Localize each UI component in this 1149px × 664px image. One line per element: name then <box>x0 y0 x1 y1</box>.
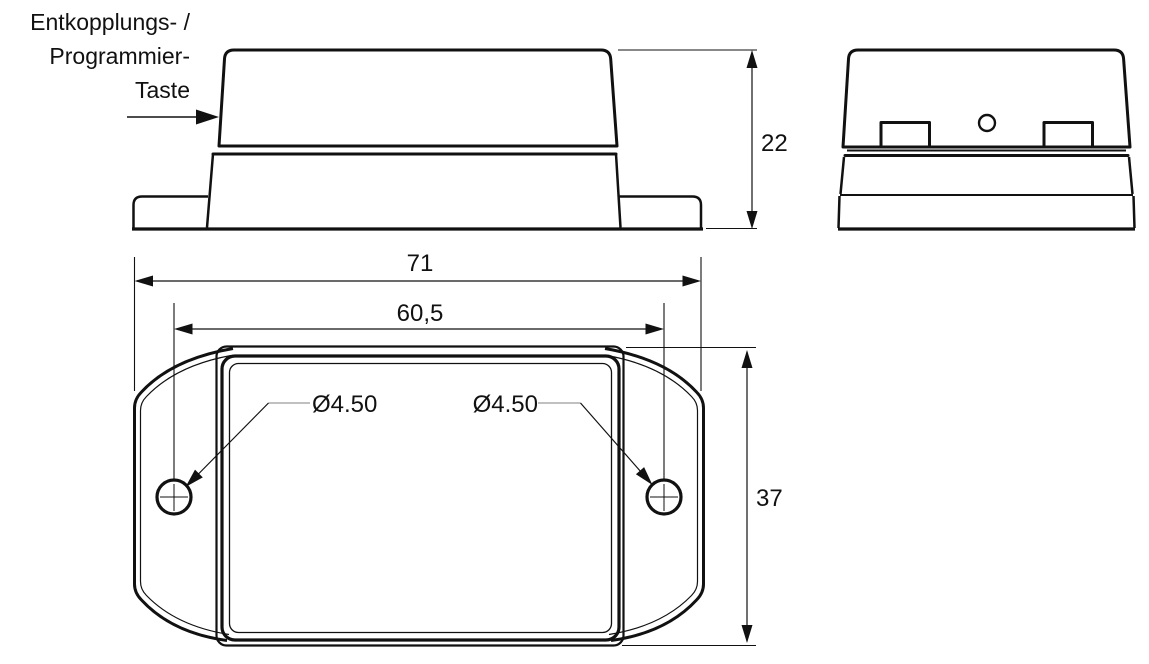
top-right-hole-crosshair-icon <box>650 484 678 511</box>
dim-22-arrow-down-icon <box>746 211 758 229</box>
top-base-outline <box>215 345 625 647</box>
dim-width-71: 71 <box>133 250 702 391</box>
side-left-tab <box>879 121 931 147</box>
side-base-sides <box>839 156 1134 195</box>
side-flange-sides <box>837 195 1136 229</box>
dim-height-22: 22 <box>618 49 788 230</box>
dim-depth-37: 37 <box>622 346 783 647</box>
hole-diameter-left-value: Ø4.50 <box>312 391 377 418</box>
top-right-wing-inner <box>606 354 699 636</box>
dim-22-arrow-up-icon <box>746 50 758 68</box>
front-base-sides <box>205 153 622 228</box>
dim-37-value: 37 <box>756 485 783 512</box>
top-right-wing-outer <box>604 347 705 642</box>
dim-605-arrow-right-icon <box>645 323 664 335</box>
annotation-arrow-icon <box>196 109 219 125</box>
side-view <box>837 48 1136 231</box>
side-right-tab <box>1042 121 1094 147</box>
hole-leader-right: Ø4.50 <box>473 391 653 485</box>
side-lid-outline <box>841 48 1132 149</box>
front-right-flange <box>618 195 703 228</box>
top-left-wing-outer <box>133 347 234 642</box>
top-lid-inner-line <box>228 362 613 634</box>
hole-leader-left: Ø4.50 <box>185 391 377 487</box>
dim-605-arrow-left-icon <box>174 323 193 335</box>
leader-left-diagonal <box>192 402 269 480</box>
front-lid-outline <box>217 48 619 148</box>
annotation-line-3: Taste <box>135 77 190 103</box>
button-annotation: Entkopplungs- / Programmier- Taste <box>30 9 219 125</box>
dim-605-value: 60,5 <box>397 300 444 327</box>
side-hole-icon <box>977 113 997 133</box>
dim-71-arrow-left-icon <box>134 275 153 287</box>
top-left-hole <box>155 478 193 516</box>
top-view <box>133 345 705 647</box>
leader-right-arrow-icon <box>635 467 653 485</box>
leader-left-arrow-icon <box>185 469 203 487</box>
top-left-wing-inner <box>139 354 232 636</box>
dim-71-arrow-right-icon <box>682 275 701 287</box>
top-left-hole-crosshair-icon <box>160 484 188 511</box>
dim-37-arrow-up-icon <box>741 350 753 368</box>
leader-right-diagonal <box>580 402 646 477</box>
annotation-line-1: Entkopplungs- / <box>30 9 190 35</box>
dim-22-value: 22 <box>761 130 788 157</box>
hole-diameter-right-value: Ø4.50 <box>473 391 538 418</box>
dim-hole-spacing-60-5: 60,5 <box>173 300 665 479</box>
top-lid-outline <box>220 354 621 642</box>
top-right-hole <box>645 478 683 516</box>
dim-37-arrow-down-icon <box>741 625 753 643</box>
front-view <box>132 48 703 231</box>
dim-71-value: 71 <box>407 250 434 277</box>
annotation-line-2: Programmier- <box>49 43 190 69</box>
front-left-flange <box>132 195 208 228</box>
